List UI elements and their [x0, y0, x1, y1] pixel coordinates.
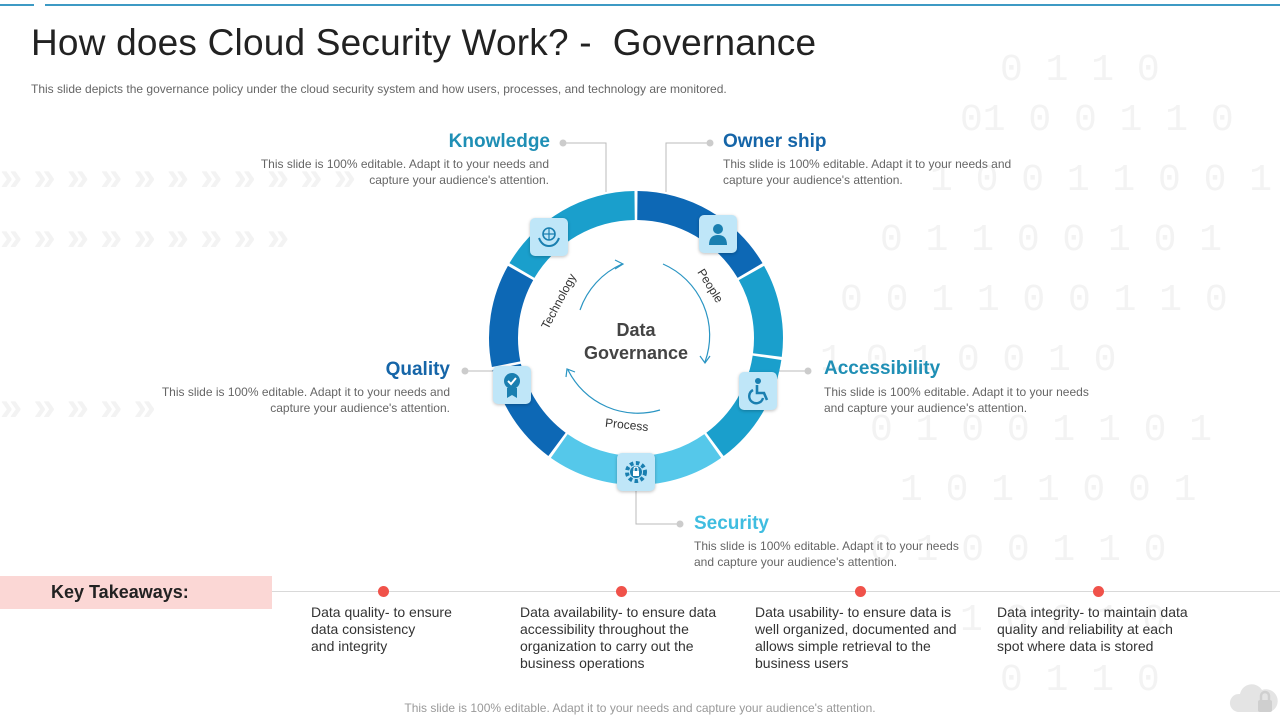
key-takeaways-label: Key Takeaways: [51, 582, 189, 602]
ownership-desc-line2: capture your audience's attention. [723, 173, 903, 187]
globe-hands-icon [530, 218, 568, 256]
takeaway-item-2: Data availability- to ensure data access… [520, 604, 730, 672]
takeaway-3-line3: allows simple retrieval to the [755, 638, 931, 654]
takeaway-marker-1 [378, 586, 389, 597]
takeaway-3-line2: well organized, documented and [755, 621, 957, 637]
takeaway-2-line3: organization to carry out the [520, 638, 694, 654]
center-title-line2: Governance [584, 343, 688, 363]
security-heading: Security [694, 513, 769, 534]
ring-segments [489, 191, 783, 485]
ring-label-process: Process [604, 416, 649, 434]
quality-desc-line2: capture your audience's attention. [270, 401, 450, 415]
takeaway-1-line3: and integrity [311, 638, 388, 654]
takeaway-marker-2 [616, 586, 627, 597]
takeaway-3-line1: Data usability- to ensure data is [755, 604, 952, 620]
cloud-lock-icon [1229, 684, 1278, 712]
knowledge-heading: Knowledge [448, 131, 550, 152]
page-title: How does Cloud Security Work? - Governan… [31, 22, 817, 63]
ring-segment-technology-upper [509, 191, 635, 278]
accessibility-desc-line2: and capture your audience's attention. [824, 401, 1028, 415]
knowledge-desc-line1: This slide is 100% editable. Adapt it to… [260, 157, 549, 171]
gear-lock-icon [617, 453, 655, 491]
ownership-heading: Owner ship [723, 131, 827, 152]
accessibility-heading: Accessibility [824, 358, 941, 379]
person-icon [699, 215, 737, 253]
wheelchair-icon [739, 372, 777, 410]
footer-note: This slide is 100% editable. Adapt it to… [404, 701, 876, 715]
takeaway-item-1: Data quality- to ensure data consistency… [311, 604, 521, 655]
takeaway-1-line1: Data quality- to ensure [311, 604, 452, 620]
key-takeaways-label-box: Key Takeaways: [0, 576, 272, 609]
takeaway-marker-4 [1093, 586, 1104, 597]
takeaway-marker-3 [855, 586, 866, 597]
takeaway-2-line1: Data availability- to ensure data [520, 604, 717, 620]
takeaway-3-line4: business users [755, 655, 849, 671]
accessibility-description: This slide is 100% editable. Adapt it to… [824, 384, 1224, 416]
takeaway-item-3: Data usability- to ensure data is well o… [755, 604, 965, 672]
top-rule [45, 4, 1280, 6]
takeaway-2-line2: accessibility throughout the [520, 621, 689, 637]
quality-heading: Quality [385, 359, 450, 380]
quality-description: This slide is 100% editable. Adapt it to… [50, 384, 450, 416]
takeaways-timeline [272, 591, 1280, 592]
badge-check-icon [493, 366, 531, 404]
ownership-desc-line1: This slide is 100% editable. Adapt it to… [723, 157, 1012, 171]
takeaway-2-line4: business operations [520, 655, 645, 671]
security-desc-line1: This slide is 100% editable. Adapt it to… [694, 539, 959, 553]
accessibility-desc-line1: This slide is 100% editable. Adapt it to… [824, 385, 1089, 399]
security-desc-line2: and capture your audience's attention. [694, 555, 898, 569]
ring-label-technology: Technology [538, 271, 579, 331]
takeaway-4-line2: quality and reliability at each [997, 621, 1173, 637]
ring-segment-technology-lower [489, 265, 534, 368]
ring-segment-people-lower [738, 265, 783, 357]
takeaway-4-line3: spot where data is stored [997, 638, 1154, 654]
ownership-description: This slide is 100% editable. Adapt it to… [723, 156, 1123, 188]
knowledge-description: This slide is 100% editable. Adapt it to… [149, 156, 549, 188]
knowledge-desc-line2: capture your audience's attention. [369, 173, 549, 187]
takeaway-item-4: Data integrity- to maintain data quality… [997, 604, 1207, 655]
center-title-line1: Data [616, 320, 656, 340]
takeaway-1-line2: data consistency [311, 621, 416, 637]
page-subtitle: This slide depicts the governance policy… [31, 82, 727, 96]
ring-label-people: People [694, 266, 726, 305]
quality-desc-line1: This slide is 100% editable. Adapt it to… [161, 385, 450, 399]
top-rule-left [0, 4, 34, 6]
takeaway-4-line1: Data integrity- to maintain data [997, 604, 1188, 620]
security-description: This slide is 100% editable. Adapt it to… [694, 538, 1094, 570]
